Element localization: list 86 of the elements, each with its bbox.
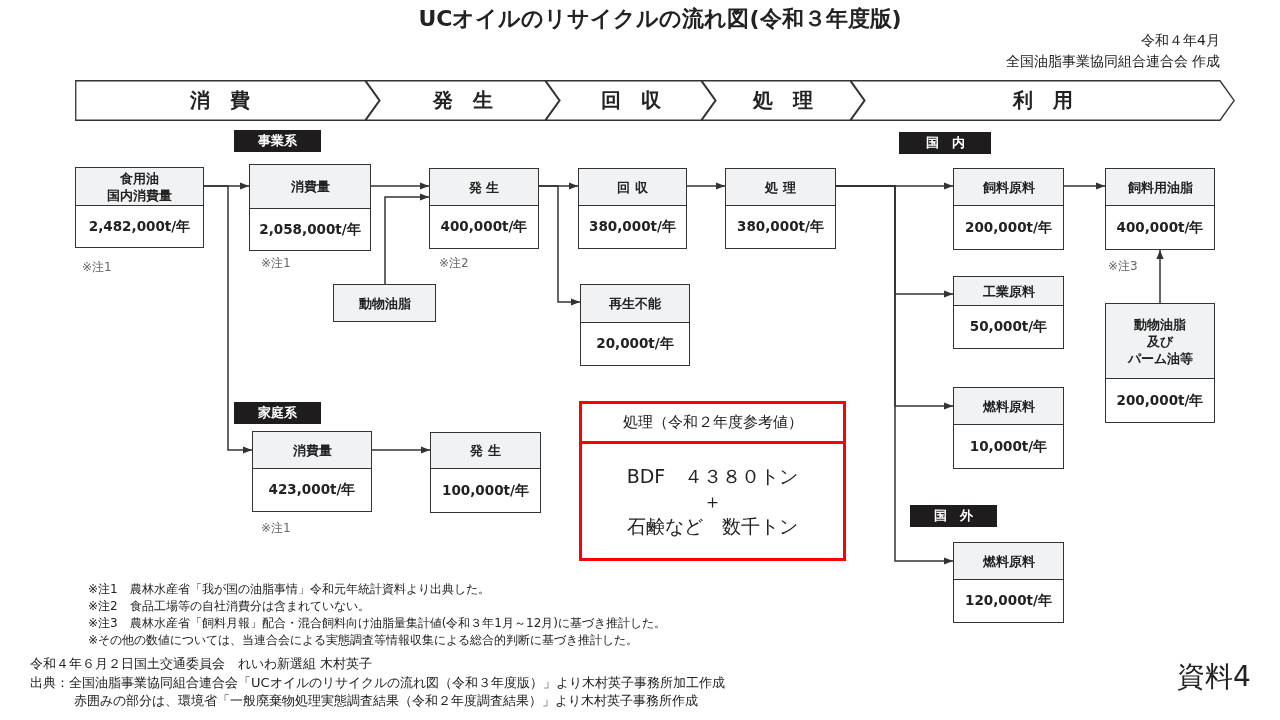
treatment-amount: 石鹸など 数千トン xyxy=(627,513,798,539)
quantity-value: 400,000t/年 xyxy=(1116,218,1204,237)
source-note: 出典：全国油脂事業協同組合連合会「UCオイルのリサイクルの流れ図（令和３年度版）」より木村英子事務所加工作成 xyxy=(30,675,725,691)
quantity-value: 2,482,000t/年 xyxy=(88,217,191,236)
box-heading: 動物油脂 xyxy=(358,294,411,312)
plus-sign: ＋ xyxy=(703,488,722,514)
flow-box xyxy=(580,284,690,366)
arrow xyxy=(1063,182,1106,190)
box-heading: 食用油国内消費量 xyxy=(107,169,172,204)
note-reference: ※注2 xyxy=(439,255,469,272)
box-heading: 工業原料 xyxy=(982,282,1035,300)
stage-band xyxy=(365,80,560,121)
box-heading: 消費量 xyxy=(290,178,330,195)
note-reference: ※注1 xyxy=(82,259,112,276)
quantity-value: 380,000t/年 xyxy=(589,218,676,236)
note-reference: ※注3 xyxy=(1108,258,1138,275)
note-reference: ※注1 xyxy=(261,255,291,272)
footnote: ※その他の数値については、当連合会による実態調査等情報収集による総合的判断に基づき推計した。 xyxy=(88,633,639,648)
category-tag: 事業系 xyxy=(234,130,321,152)
quantity-value: 50,000t/年 xyxy=(969,318,1048,336)
box-heading: 消費量 xyxy=(292,441,332,459)
flow-box xyxy=(75,167,204,248)
source-note: 赤囲みの部分は、環境省「一般廃棄物処理実態調査結果（令和２年度調査結果）」より木村英子事務所作成 xyxy=(74,693,698,709)
author-text: 全国油脂事業協同組合連合会 作成 xyxy=(1005,53,1220,70)
flow-box xyxy=(725,168,836,249)
quantity-value: 380,000t/年 xyxy=(737,218,824,236)
box-heading: 燃料原料 xyxy=(982,552,1035,570)
arrow xyxy=(384,193,430,285)
flow-box xyxy=(252,431,372,512)
box-heading: 飼料用油脂 xyxy=(1127,178,1193,196)
arrow xyxy=(1156,249,1164,304)
quantity-value: 400,000t/年 xyxy=(440,218,528,236)
box-heading: 処 理 xyxy=(765,178,796,196)
footnote: ※注2 食品工場等の自社消費分は含まれていない。 xyxy=(88,599,370,614)
arrow xyxy=(203,185,253,454)
quantity-value: 120,000t/年 xyxy=(965,592,1052,610)
stage-label: 回 収 xyxy=(600,87,661,114)
flow-box xyxy=(429,168,539,249)
arrow xyxy=(370,182,430,190)
flow-box xyxy=(953,276,1064,349)
box-heading: 発 生 xyxy=(468,178,500,196)
stage-label: 発 生 xyxy=(432,87,493,114)
flow-box xyxy=(953,387,1064,469)
quantity-value: 20,000t/年 xyxy=(596,335,674,353)
stage-band xyxy=(701,80,865,121)
box-heading: 回 収 xyxy=(617,178,648,196)
quantity-value: 200,000t/年 xyxy=(1116,391,1204,410)
date-text: 令和４年4月 xyxy=(1141,32,1220,49)
flow-box xyxy=(1105,168,1215,250)
category-tag: 国 内 xyxy=(899,132,991,154)
diagram-title: UCオイルのリサイクルの流れ図(令和３年度版) xyxy=(417,5,903,33)
quantity-value: 10,000t/年 xyxy=(969,437,1048,456)
footnote: ※注3 農林水産省「飼料月報」配合・混合飼料向け油脂量集計値(令和３年1月～12月)に基づき推計した。 xyxy=(88,616,666,631)
box-heading: 動物油脂及びパーム油等 xyxy=(1127,315,1193,367)
quantity-value: 2,058,000t/年 xyxy=(259,220,361,239)
footnote: ※注1 農林水産省「我が国の油脂事情」令和元年統計資料より出典した。 xyxy=(88,582,490,597)
stage-band xyxy=(545,80,716,121)
document-number: 資料4 xyxy=(1177,660,1251,694)
arrow xyxy=(538,185,581,306)
stage-label: 消 費 xyxy=(190,87,250,114)
box-heading: 再生不能 xyxy=(609,295,661,312)
treatment-amount: BDF ４３８０トン xyxy=(626,463,799,489)
flow-box xyxy=(430,432,541,513)
box-heading: 飼料原料 xyxy=(982,178,1035,196)
stage-label: 処 理 xyxy=(753,87,813,114)
arrow xyxy=(686,182,726,190)
flow-box xyxy=(578,168,687,249)
box-heading: 発 生 xyxy=(470,442,501,459)
flow-box xyxy=(953,542,1064,623)
note-reference: ※注1 xyxy=(261,520,291,537)
category-tag: 家庭系 xyxy=(234,402,321,424)
highlight-box xyxy=(579,401,846,561)
quantity-value: 200,000t/年 xyxy=(965,218,1052,237)
box-heading: 燃料原料 xyxy=(982,397,1035,415)
meeting-note: 令和４年６月２日国土交通委員会 れいわ新選組 木村英子 xyxy=(30,656,373,672)
arrow xyxy=(371,446,431,454)
flow-box xyxy=(1105,303,1215,423)
flow-box xyxy=(953,168,1064,250)
flow-box xyxy=(333,284,436,322)
category-tag: 国 外 xyxy=(910,505,997,527)
stage-band xyxy=(75,80,380,121)
flow-box xyxy=(249,164,371,251)
box-heading: 処理（令和２年度参考値） xyxy=(622,413,803,432)
quantity-value: 100,000t/年 xyxy=(442,481,529,500)
stage-label: 利 用 xyxy=(1012,87,1073,114)
quantity-value: 423,000t/年 xyxy=(268,481,356,499)
